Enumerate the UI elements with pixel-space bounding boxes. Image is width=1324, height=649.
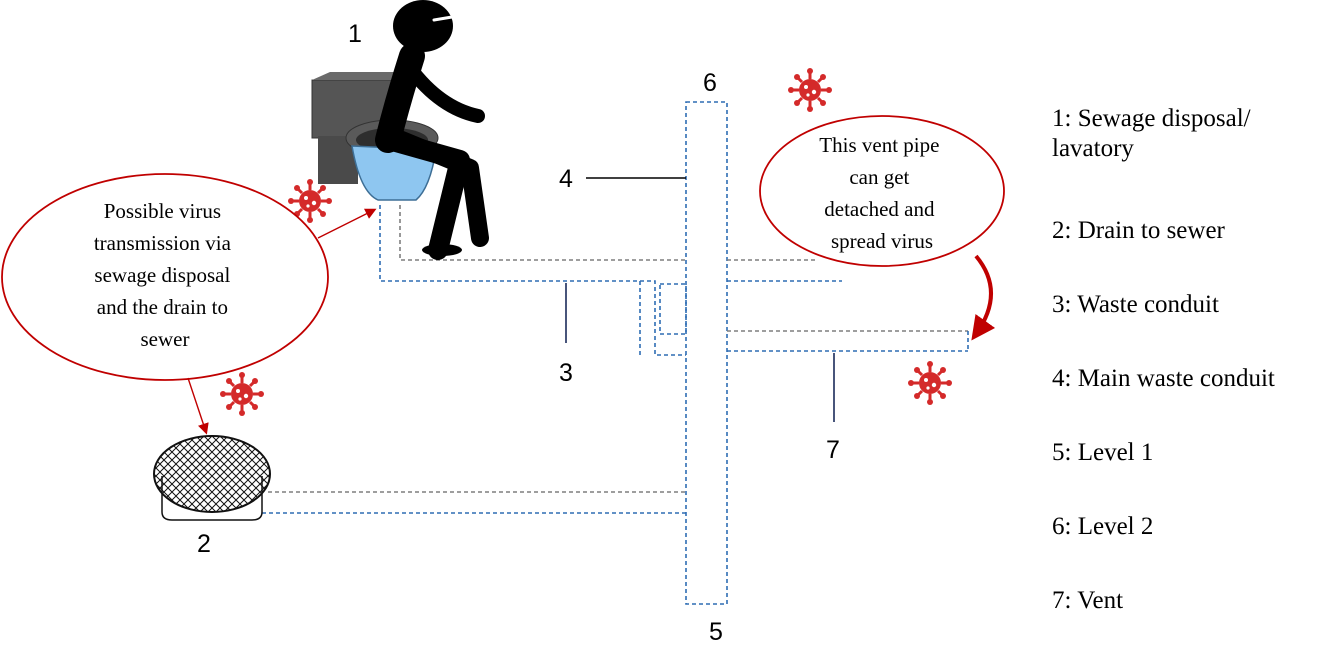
callout-line: This vent pipe: [819, 133, 939, 157]
virus-icon: [906, 359, 954, 407]
toilet-icon: [311, 72, 439, 201]
legend-text: 5: Level 1: [1052, 439, 1154, 466]
svg-text:Possible virus transmiss: Possible virus transmission via sewage d…: [94, 199, 236, 351]
virus-icon: [786, 66, 834, 114]
label-6: 6: [703, 69, 717, 97]
callout-line: can get: [849, 165, 909, 189]
number-labels: 1 2 3 4 5 6 7: [197, 20, 840, 646]
legend-item: 2: Drain to sewer: [1052, 216, 1225, 246]
floor-drain-branch: [262, 491, 686, 514]
callout-line: Possible virus: [104, 199, 221, 223]
legend-item: 5: Level 1: [1052, 438, 1153, 468]
toilet-drain-branch: [379, 205, 842, 356]
main-waste-conduit: [685, 101, 728, 605]
transmission-callout: Possible virus transmission via sewage d…: [1, 173, 329, 381]
callout-line: transmission via: [94, 231, 232, 255]
legend-text: 2: Drain to sewer: [1052, 217, 1225, 244]
legend-text: 7: Vent: [1052, 587, 1124, 614]
callout-line: and the drain to: [97, 295, 228, 319]
legend-item: 1: Sewage disposal/ lavatory: [1052, 104, 1251, 164]
legend-text: 3: Waste conduit: [1052, 291, 1219, 318]
virus-icon: [218, 370, 266, 418]
callout-arrows: [187, 208, 377, 435]
label-2: 2: [197, 530, 211, 558]
label-7: 7: [826, 436, 840, 464]
callout-line: detached and: [824, 197, 935, 221]
callout-line: sewer: [141, 327, 190, 351]
label-3: 3: [559, 359, 573, 387]
legend-text: 6: Level 2: [1052, 513, 1154, 540]
vent-callout: This vent pipe can get detached and spre…: [759, 115, 1005, 341]
leader-lines: [565, 177, 835, 422]
callout-line: spread virus: [831, 229, 933, 253]
legend-text: lavatory: [1052, 135, 1134, 162]
legend-item: 4: Main waste conduit: [1052, 364, 1275, 394]
label-1: 1: [348, 20, 362, 48]
legend-item: 3: Waste conduit: [1052, 290, 1219, 320]
label-5: 5: [709, 618, 723, 644]
legend-text: 4: Main waste conduit: [1052, 365, 1275, 392]
legend-item: 7: Vent: [1052, 586, 1123, 616]
vent-pipe: [727, 330, 969, 352]
callout-line: sewage disposal: [94, 263, 230, 287]
svg-text:This vent pipe can get: This vent pipe can get detached and spre…: [819, 133, 944, 253]
person-icon: [375, 0, 489, 260]
floor-drain-icon: [153, 435, 271, 521]
label-4: 4: [559, 165, 573, 193]
legend-item: 6: Level 2: [1052, 512, 1153, 542]
legend-text: 1: Sewage disposal/: [1052, 105, 1251, 132]
